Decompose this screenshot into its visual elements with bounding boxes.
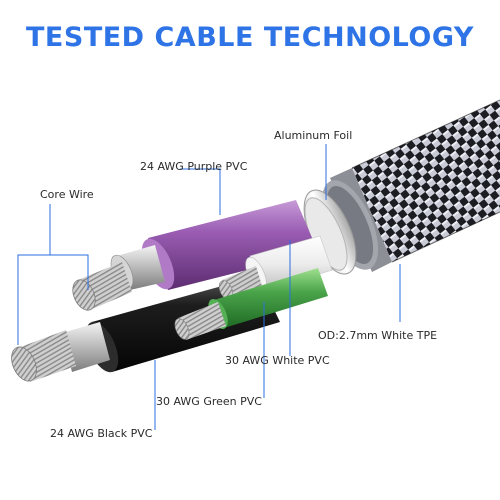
label-purple-pvc: 24 AWG Purple PVC [140,160,248,173]
label-green-pvc: 30 AWG Green PVC [156,395,262,408]
green-conductor [174,268,328,340]
leader-lines [17,144,401,430]
leader-core-wire [49,204,89,290]
label-aluminum-foil: Aluminum Foil [274,129,353,142]
label-core-wire: Core Wire [40,188,94,201]
braided-jacket [351,99,500,263]
label-outer-diameter: OD:2.7mm White TPE [318,329,438,342]
page-title: TESTED CABLE TECHNOLOGY [26,22,474,53]
braid-shield-ring [321,168,392,272]
aluminum-foil-layer [303,189,357,275]
leader-purple-pvc [180,168,221,215]
label-black-pvc: 24 AWG Black PVC [50,427,153,440]
leader-core-wire-2 [17,254,50,345]
white-conductor [218,235,333,300]
purple-conductor [72,200,318,311]
label-white-pvc: 30 AWG White PVC [225,354,330,367]
